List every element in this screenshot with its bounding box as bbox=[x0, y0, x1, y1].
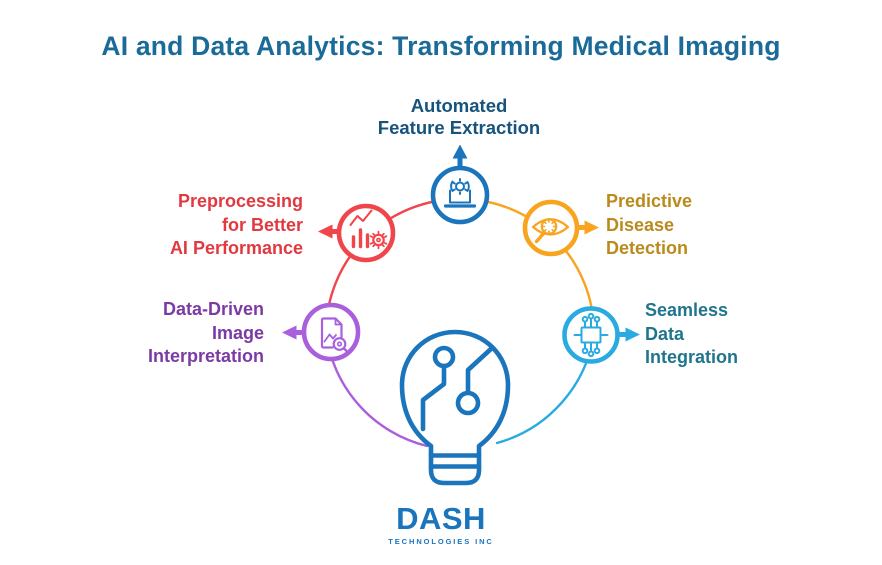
node-circle-cyan bbox=[562, 306, 620, 364]
node-automated-feature-extraction bbox=[430, 144, 490, 225]
label-data-driven: Data-Driven Image Interpretation bbox=[148, 298, 264, 369]
label-automated-feature-extraction: Automated Feature Extraction bbox=[259, 95, 659, 138]
label-line: for Better bbox=[221, 214, 303, 235]
node-data-driven bbox=[282, 302, 361, 362]
label-line: Integration bbox=[645, 347, 738, 367]
logo-name: DASH bbox=[396, 501, 486, 536]
chart-gear-icon bbox=[349, 209, 388, 250]
label-seamless: Seamless Data Integration bbox=[645, 299, 738, 370]
label-line: Detection bbox=[606, 238, 689, 258]
network-nodes-icon bbox=[573, 312, 609, 358]
label-line: Data bbox=[645, 323, 685, 344]
label-preprocessing: Preprocessing for Better AI Performance bbox=[170, 190, 303, 261]
label-line: Disease bbox=[606, 214, 675, 235]
label-line: Automated bbox=[410, 95, 508, 116]
lightbulb-circuit-icon bbox=[399, 329, 511, 486]
node-seamless bbox=[562, 306, 640, 364]
label-line: Data-Driven bbox=[162, 299, 264, 319]
label-line: Interpretation bbox=[147, 346, 264, 366]
eye-magnifier-icon bbox=[531, 218, 570, 244]
label-line: AI Performance bbox=[169, 238, 303, 258]
arrow-left-icon bbox=[318, 224, 343, 239]
arrow-right-icon bbox=[574, 220, 599, 235]
bulb-outline bbox=[399, 329, 511, 486]
node-predictive bbox=[522, 199, 599, 257]
arrow-right-icon bbox=[615, 327, 640, 342]
arrow-left-icon bbox=[282, 325, 307, 340]
label-predictive: Predictive Disease Detection bbox=[606, 190, 692, 261]
label-line: Seamless bbox=[645, 300, 729, 320]
image-magnifier-icon bbox=[320, 317, 348, 353]
node-circle-red bbox=[336, 203, 396, 263]
node-circle-purple bbox=[301, 302, 361, 362]
circuit-trace-2 bbox=[465, 345, 495, 395]
laptop-gear-icon bbox=[443, 178, 477, 208]
dash-logo: DASH TECHNOLOGIES INC bbox=[0, 503, 882, 546]
logo-tagline: TECHNOLOGIES INC bbox=[388, 537, 494, 546]
page-title: AI and Data Analytics: Transforming Medi… bbox=[101, 31, 781, 61]
node-preprocessing bbox=[318, 203, 396, 263]
label-line: Predictive bbox=[606, 191, 693, 211]
label-line: Feature Extraction bbox=[377, 116, 541, 138]
arrow-up-icon bbox=[452, 144, 468, 171]
circuit-trace-1 bbox=[420, 363, 447, 432]
label-line: Preprocessing bbox=[177, 191, 303, 211]
label-line: Image bbox=[211, 322, 264, 343]
